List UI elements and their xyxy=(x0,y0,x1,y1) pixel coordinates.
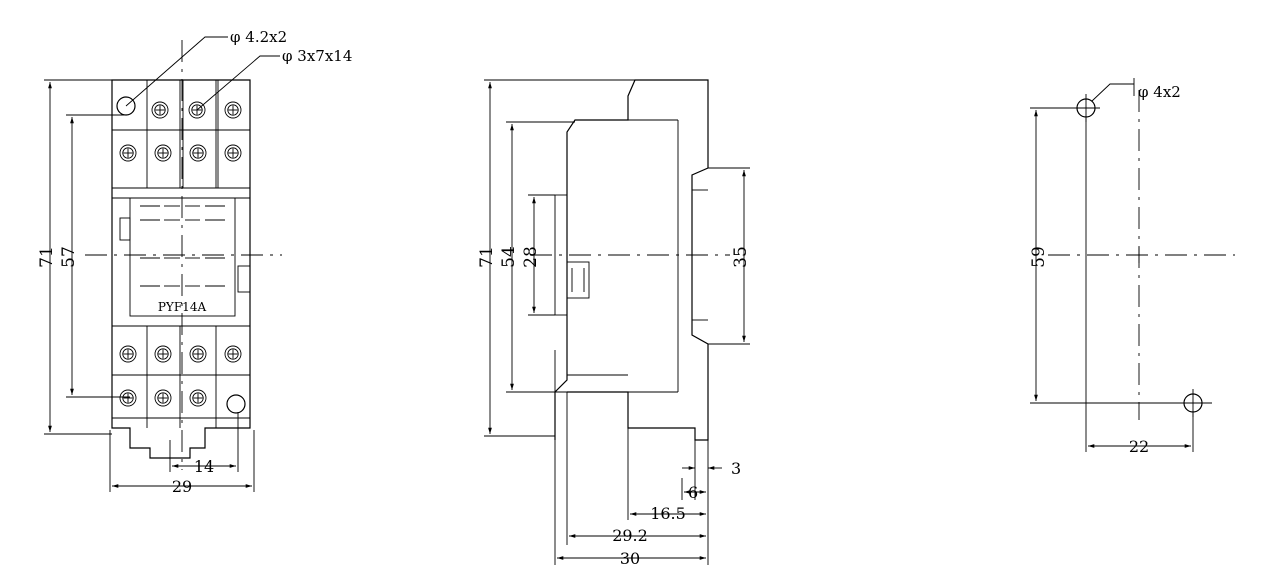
dim-71-side: 71 xyxy=(477,246,497,268)
dim-30: 30 xyxy=(620,549,640,568)
dim-6: 6 xyxy=(688,483,698,502)
front-view-outline xyxy=(111,79,251,459)
dim-29-2: 29.2 xyxy=(612,526,648,545)
dim-14: 14 xyxy=(194,457,214,476)
dim-57: 57 xyxy=(59,246,79,268)
side-view: 71 54 28 35 3 6 16.5 29.2 30 xyxy=(477,79,751,568)
dim-59: 59 xyxy=(1029,246,1049,268)
side-clip xyxy=(566,261,590,299)
dim-3: 3 xyxy=(731,459,741,478)
dim-35: 35 xyxy=(731,246,751,268)
bottom-terminal-block xyxy=(112,325,250,428)
label-mount-hole-dia: φ 4x2 xyxy=(1138,83,1181,101)
label-hole-dia: φ 4.2x2 xyxy=(230,28,287,46)
mounting-view: φ 4x2 59 22 xyxy=(1029,78,1235,456)
dim-54: 54 xyxy=(499,246,519,268)
dim-29: 29 xyxy=(172,477,192,496)
mounting-hole-bottom xyxy=(226,394,246,414)
label-screw-dia: φ 3x7x14 xyxy=(282,47,352,65)
dim-71-front: 71 xyxy=(37,246,57,268)
dim-22: 22 xyxy=(1129,437,1149,456)
dim-28: 28 xyxy=(521,246,541,268)
leader-screw-dia xyxy=(196,55,280,111)
socket-area xyxy=(119,197,251,317)
side-view-outline xyxy=(554,79,709,441)
model-label: PYF14A xyxy=(158,300,207,314)
side-rail-plate xyxy=(554,194,568,316)
dim-16-5: 16.5 xyxy=(650,504,686,523)
leader-mount-hole xyxy=(1091,83,1134,102)
top-terminal-block xyxy=(112,79,251,199)
leader-hole-dia xyxy=(125,36,228,107)
front-view: PYF14A φ 4.2x2 φ 3x7x14 7 xyxy=(37,28,352,496)
